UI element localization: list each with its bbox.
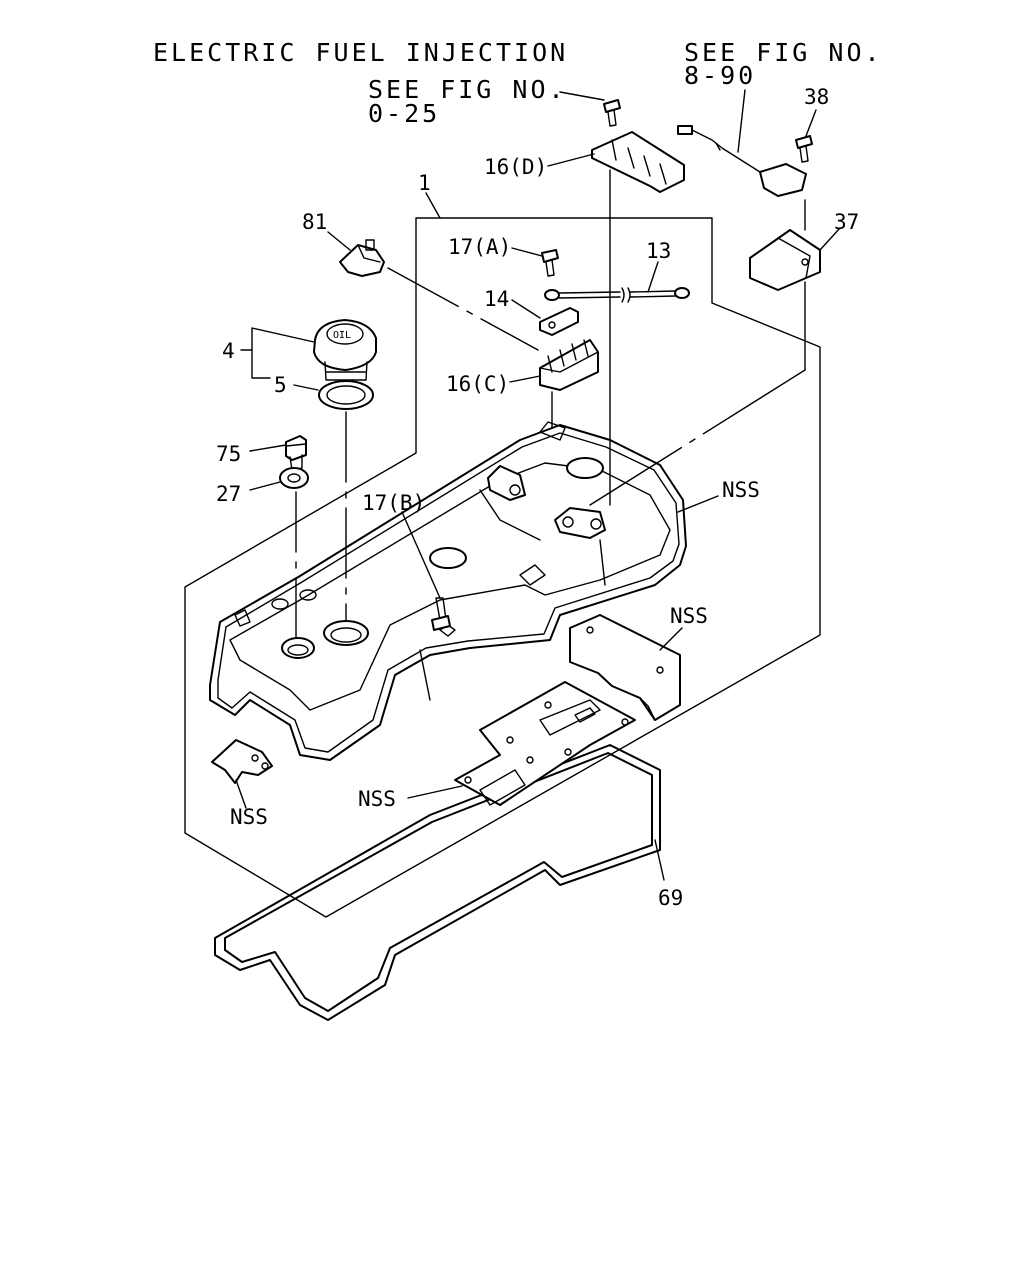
- valve-cover: [209, 421, 687, 761]
- cap-marking: OIL: [333, 330, 351, 341]
- bracket-37: [749, 229, 821, 291]
- callout-16d: 16(D): [484, 155, 547, 179]
- leader-16d: [547, 153, 595, 167]
- centerline-81: [387, 267, 539, 351]
- see-fig-left-line1: SEE FIG NO.: [368, 75, 567, 104]
- leader-nss-right-mid: [659, 627, 683, 651]
- bolt-17a: [541, 249, 559, 277]
- bolt-38: [795, 135, 813, 163]
- oil-filler-cap-4: OIL: [313, 319, 377, 381]
- efi-header: ELECTRIC FUEL INJECTION: [153, 38, 568, 67]
- centerline-37-diag: [589, 369, 806, 506]
- assembly-boundary: [184, 217, 821, 918]
- callout-38: 38: [804, 85, 829, 109]
- sensor-lead: [677, 125, 807, 197]
- valve-cover-gasket: [214, 744, 661, 1021]
- side-bracket-left: [211, 739, 273, 784]
- connector-81: [339, 239, 385, 277]
- see-fig-right-line2: 8-90: [684, 61, 756, 90]
- leader-13: [647, 261, 659, 293]
- leader-1: [425, 192, 441, 219]
- leader-nss-left: [235, 779, 247, 809]
- plug-75: [285, 435, 307, 471]
- callout-14: 14: [484, 287, 509, 311]
- callout-69: 69: [658, 886, 683, 910]
- callout-nss-plate: NSS: [358, 787, 396, 811]
- callout-17b: 17(B): [362, 491, 425, 515]
- see-fig-left-line2: 0-25: [368, 99, 440, 128]
- leader-5: [293, 384, 319, 391]
- leader-see-fig-left: [559, 91, 605, 101]
- bolt-top: [603, 99, 621, 127]
- callout-81: 81: [302, 210, 327, 234]
- callout-17a: 17(A): [448, 235, 511, 259]
- ground-strap-13: [544, 287, 690, 303]
- callout-4: 4: [222, 339, 235, 363]
- leader-27: [249, 481, 281, 491]
- bracket-14: [539, 307, 579, 336]
- callout-13: 13: [646, 239, 671, 263]
- callout-1: 1: [418, 171, 431, 195]
- leader-nss-right-top: [677, 495, 719, 513]
- leader-16c: [509, 375, 541, 383]
- callout-37: 37: [834, 210, 859, 234]
- leader-8-90: [737, 89, 746, 153]
- callout-nss-right-mid: NSS: [670, 604, 708, 628]
- callout-nss-left: NSS: [230, 805, 268, 829]
- side-bracket-right: [569, 614, 681, 721]
- leader-75: [249, 444, 287, 452]
- see-fig-right-line1: SEE FIG NO.: [684, 38, 883, 67]
- callout-5: 5: [274, 373, 287, 397]
- callout-16c: 16(C): [446, 372, 509, 396]
- leader-38: [805, 109, 817, 137]
- leader-17a: [511, 247, 543, 257]
- harness-clip-16d: [591, 131, 685, 193]
- cap-gasket-5: [318, 380, 374, 410]
- leader-37: [819, 227, 841, 251]
- callout-75: 75: [216, 442, 241, 466]
- seal-27: [279, 467, 309, 489]
- leader-nss-plate: [407, 785, 463, 799]
- leader-69: [654, 839, 665, 881]
- leader-14: [511, 299, 541, 319]
- callout-27: 27: [216, 482, 241, 506]
- top-plate: [454, 681, 636, 806]
- bolt-17b: [431, 597, 451, 631]
- leader-81: [327, 231, 351, 251]
- leader-17b: [401, 511, 441, 599]
- harness-clip-16c: [539, 339, 599, 391]
- leader-4-bracket: [251, 327, 315, 379]
- callout-nss-right-top: NSS: [722, 478, 760, 502]
